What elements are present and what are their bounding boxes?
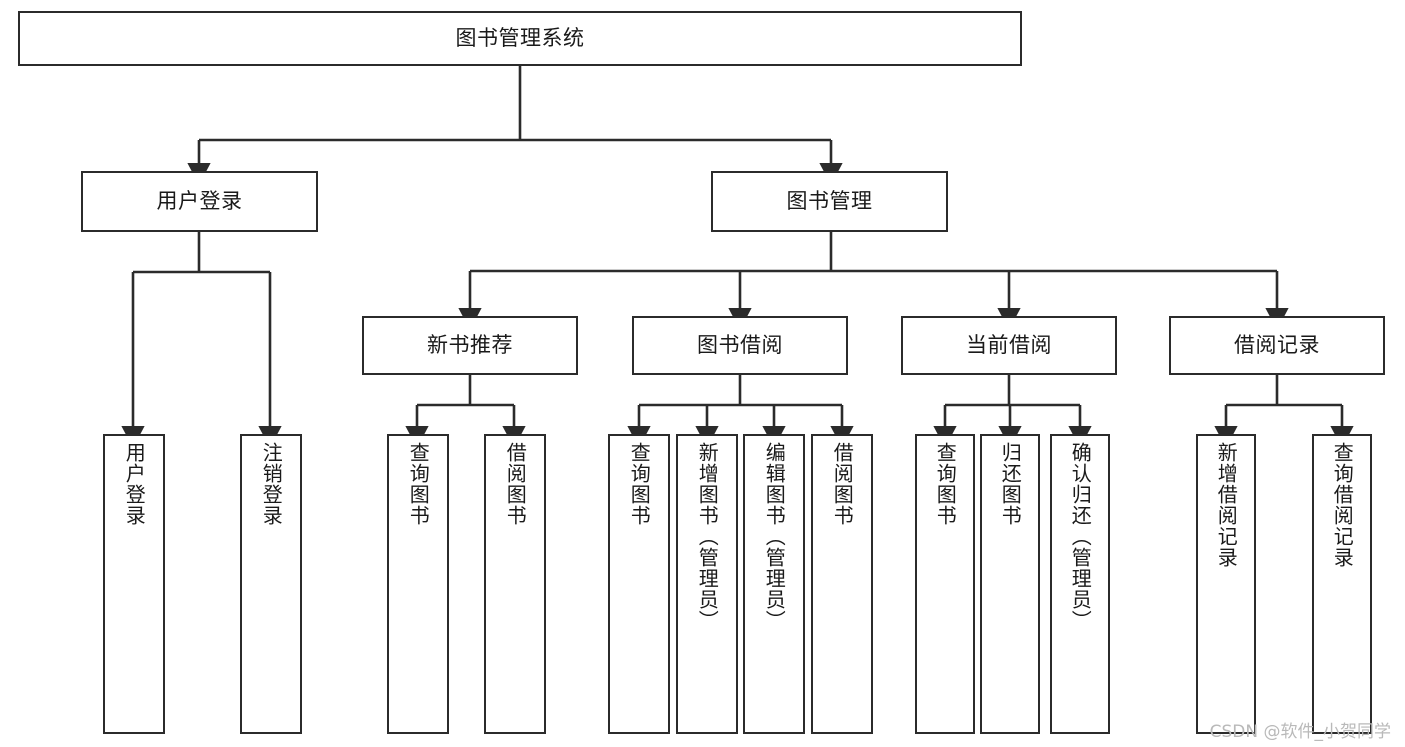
node-book-borrow[interactable]: 图书借阅 (632, 316, 848, 375)
node-book-borrow-label: 图书借阅 (697, 333, 783, 358)
node-leaf-add-book-admin[interactable]: 新增图书（管理员） (676, 434, 738, 734)
node-leaf-edit-book-admin[interactable]: 编辑图书（管理员） (743, 434, 805, 734)
node-root-label: 图书管理系统 (455, 26, 585, 51)
node-leaf-user-login-label: 用户登录 (122, 442, 147, 526)
node-book-management-label: 图书管理 (786, 189, 873, 214)
node-borrow-record-label: 借阅记录 (1234, 333, 1320, 358)
node-leaf-borrow-book[interactable]: 借阅图书 (811, 434, 873, 734)
watermark-text: CSDN @软件_小贺同学 (1209, 722, 1391, 742)
node-leaf-query-book-recommend[interactable]: 查询图书 (387, 434, 449, 734)
node-leaf-edit-book-admin-label: 编辑图书（管理员） (762, 442, 787, 631)
node-user-login-label: 用户登录 (156, 189, 243, 214)
node-leaf-query-book-current-label: 查询图书 (933, 442, 958, 526)
node-leaf-query-book-recommend-label: 查询图书 (406, 442, 431, 526)
node-new-book-recommend-label: 新书推荐 (427, 333, 513, 358)
node-current-borrow-label: 当前借阅 (966, 333, 1052, 358)
node-leaf-logout[interactable]: 注销登录 (240, 434, 302, 734)
node-leaf-query-book-borrow-label: 查询图书 (627, 442, 652, 526)
node-leaf-borrow-book-label: 借阅图书 (830, 442, 855, 526)
node-root[interactable]: 图书管理系统 (18, 11, 1022, 66)
node-current-borrow[interactable]: 当前借阅 (901, 316, 1117, 375)
node-leaf-borrow-book-recommend[interactable]: 借阅图书 (484, 434, 546, 734)
node-leaf-confirm-return-admin[interactable]: 确认归还（管理员） (1050, 434, 1110, 734)
node-leaf-return-book-label: 归还图书 (998, 442, 1023, 526)
node-leaf-query-borrow-record[interactable]: 查询借阅记录 (1312, 434, 1372, 734)
node-leaf-add-borrow-record[interactable]: 新增借阅记录 (1196, 434, 1256, 734)
node-leaf-add-book-admin-label: 新增图书（管理员） (695, 442, 720, 631)
node-leaf-user-login[interactable]: 用户登录 (103, 434, 165, 734)
node-leaf-return-book[interactable]: 归还图书 (980, 434, 1040, 734)
node-leaf-query-book-borrow[interactable]: 查询图书 (608, 434, 670, 734)
node-leaf-logout-label: 注销登录 (259, 442, 284, 526)
node-new-book-recommend[interactable]: 新书推荐 (362, 316, 578, 375)
node-book-management[interactable]: 图书管理 (711, 171, 948, 232)
node-leaf-confirm-return-admin-label: 确认归还（管理员） (1068, 442, 1093, 631)
node-leaf-query-book-current[interactable]: 查询图书 (915, 434, 975, 734)
node-leaf-query-borrow-record-label: 查询借阅记录 (1330, 442, 1355, 568)
node-leaf-add-borrow-record-label: 新增借阅记录 (1214, 442, 1239, 568)
node-borrow-record[interactable]: 借阅记录 (1169, 316, 1385, 375)
node-user-login[interactable]: 用户登录 (81, 171, 318, 232)
node-leaf-borrow-book-recommend-label: 借阅图书 (503, 442, 528, 526)
